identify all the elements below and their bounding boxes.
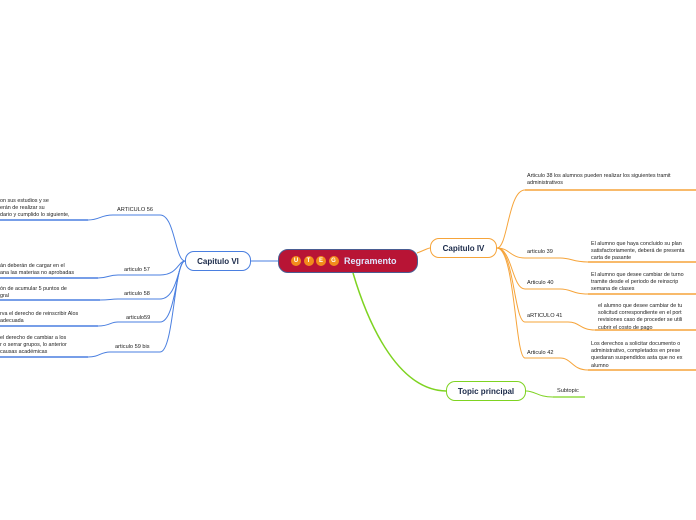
cap4-text-articulo-41[interactable]: el alumno que desee cambiar de tu solici…: [598, 303, 682, 332]
text-line: ón de acumular 5 puntos de: [0, 286, 67, 292]
cap4-label-articulo-41[interactable]: aRTICULO 41: [527, 313, 563, 319]
topic-capitulo-vi[interactable]: Capitulo VI: [185, 251, 251, 271]
text-line: el derecho de cambiar a los: [0, 335, 67, 341]
text-line: on sus estudios y se: [0, 198, 49, 204]
topic-principal[interactable]: Topic principal: [446, 381, 526, 401]
text-line: r o serrar grupos, lo anterior: [0, 342, 67, 349]
cap6-label-articulo-56[interactable]: ARTICULO 56: [117, 207, 153, 213]
text-line: Los derechos a solicitar documento o: [591, 341, 681, 347]
text-line: adecuada: [0, 318, 24, 325]
cap6-label-articulo-59-bis[interactable]: articulo 59 bis: [115, 344, 150, 350]
cap4-text-articulo-39[interactable]: El alumno que haya concluido su plan sat…: [591, 241, 685, 263]
text-line: El alumno que desee cambiar de turno: [591, 272, 684, 278]
text-line: dario y cumplido lo siguiente,: [0, 212, 70, 219]
text-line: Articulo 38 los alumnos pueden realizar …: [527, 173, 671, 179]
text-line: el alumno que desee cambiar de tu: [598, 303, 683, 309]
cap6-text-articulo-59-bis[interactable]: el derecho de cambiar a los r o serrar g…: [0, 335, 67, 357]
text-line: causas académicas: [0, 349, 48, 356]
text-line: quedaran suspendidos asta que no ex: [591, 355, 683, 362]
cap4-label-articulo-42[interactable]: Articulo 42: [527, 350, 554, 356]
logo-badge-u: U: [291, 256, 301, 266]
cap6-text-articulo-58[interactable]: ón de acumular 5 puntos de gral: [0, 286, 67, 300]
text-line: satisfactoriamente, deberá de presenta: [591, 248, 685, 255]
connector-root-cap4: [416, 247, 431, 254]
cap6-text-articulo-59[interactable]: rva el derecho de reinscribir Alos adecu…: [0, 311, 78, 325]
central-topic-title: Regramento: [344, 256, 397, 266]
text-line: tramite desde el periodo de reinscrip: [591, 279, 679, 286]
text-line: solicitud correspondiente en el port: [598, 310, 682, 317]
text-line: alumno: [591, 362, 609, 369]
cap6-label-articulo-58[interactable]: articulo 58: [124, 291, 150, 297]
topic-capitulo-iv[interactable]: Capitulo IV: [430, 238, 497, 258]
text-line: án deberán de cargar en el: [0, 263, 65, 269]
central-topic[interactable]: U T E G Regramento: [278, 249, 418, 273]
cap4-text-articulo-42[interactable]: Los derechos a solicitar documento o adm…: [591, 341, 682, 370]
cap4-text-articulo-40[interactable]: El alumno que desee cambiar de turno tra…: [591, 272, 684, 294]
text-line: carta de pasante: [591, 255, 632, 262]
subtopic[interactable]: Subtopic: [557, 388, 579, 394]
text-line: semana de clases: [591, 286, 635, 293]
logo-badge-t: T: [303, 256, 314, 266]
logo-badge-g: G: [328, 256, 339, 266]
connector-principal-subtopic: [525, 390, 554, 398]
connector-root-principal: [352, 272, 447, 392]
text-line: gral: [0, 293, 9, 300]
cap6-text-articulo-56[interactable]: on sus estudios y se erán de realizar su…: [0, 198, 70, 220]
text-line: erán de realizar su: [0, 205, 45, 212]
cap4-text-articulo-38[interactable]: Articulo 38 los alumnos pueden realizar …: [527, 173, 671, 187]
text-line: ana las materias no aprobadas: [0, 270, 75, 277]
text-line: administrativos: [527, 180, 563, 187]
text-line: El alumno que haya concluido su plan: [591, 241, 682, 247]
text-line: cubrir el costo de pago: [598, 324, 653, 331]
cap4-label-articulo-39[interactable]: articulo 39: [527, 249, 553, 255]
text-line: revisiones caso de proceder se utili: [598, 317, 683, 324]
cap6-label-articulo-57[interactable]: articulo 57: [124, 267, 150, 273]
text-line: administrativo, completados en prese: [591, 348, 681, 355]
logo-badge-e: E: [316, 256, 326, 266]
cap6-label-articulo-59[interactable]: articulo59: [126, 315, 151, 321]
cap4-label-articulo-40[interactable]: Articulo 40: [527, 280, 554, 286]
text-line: rva el derecho de reinscribir Alos: [0, 311, 79, 317]
cap6-text-articulo-57[interactable]: án deberán de cargar en el ana las mater…: [0, 263, 74, 277]
